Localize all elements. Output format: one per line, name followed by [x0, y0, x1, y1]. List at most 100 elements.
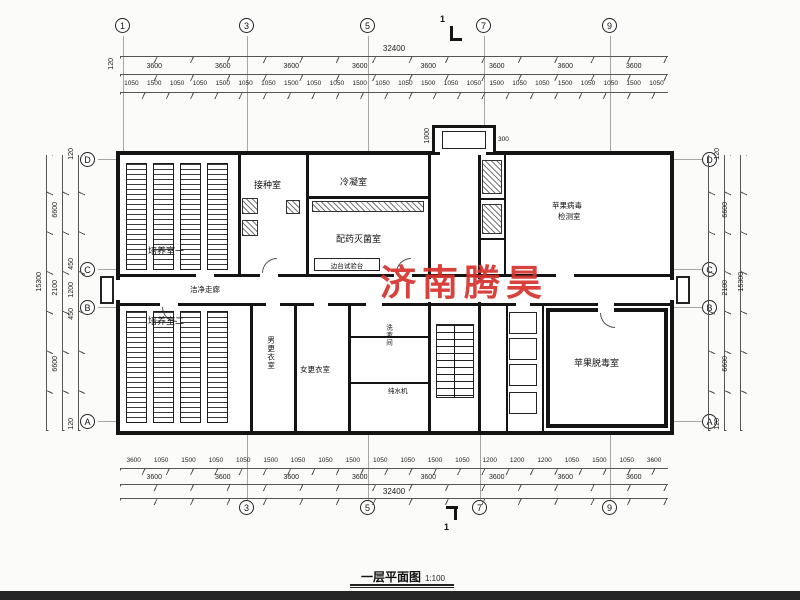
axis-bubble-7-top: 7	[476, 18, 491, 33]
culture-rack	[180, 311, 201, 423]
dim-label: 1500	[420, 79, 436, 87]
wall-men-changing-right	[294, 306, 297, 431]
clean-bench	[242, 220, 258, 236]
stairs-center-line	[454, 324, 455, 398]
dim-top-edge-left: 120	[108, 58, 115, 70]
grid-line-9-bottom	[610, 432, 611, 500]
room-label-washroom: 洗漱间	[384, 324, 392, 347]
dim-right-detail-1: 120	[714, 148, 721, 160]
door-gap-cultivation1	[196, 273, 214, 278]
axis-label: 7	[476, 502, 482, 513]
dim-label: 1050	[261, 79, 276, 87]
dim-right-total: 15300	[738, 272, 745, 292]
dim-label: 3600	[283, 62, 300, 70]
dim-left-detail-1: 120	[68, 148, 75, 160]
culture-rack	[180, 163, 201, 270]
dim-label: 3600	[420, 62, 437, 70]
room-label-sterilization: 配药灭菌室	[336, 234, 382, 244]
dim-left-bay-3: 6600	[52, 356, 59, 372]
dim-label: 1500	[147, 79, 162, 87]
dim-label: 3600	[557, 62, 574, 70]
axis-label: 3	[243, 20, 249, 31]
room-label-inoculation: 接种室	[254, 180, 282, 190]
dim-entrance-depth: 300	[498, 136, 509, 143]
dim-label: 1050	[238, 79, 253, 87]
dim-right-bay-1: 6600	[722, 202, 729, 218]
door-gap-sterilization	[394, 273, 412, 278]
section-mark-bottom	[454, 506, 457, 520]
wall-buffer-divider-1	[481, 198, 506, 200]
dim-line-right-detail	[708, 155, 715, 431]
wc-stall	[509, 338, 537, 360]
room-label-detox: 苹果脱毒室	[574, 358, 620, 368]
door-gap-washroom	[366, 302, 382, 307]
door-gap-wc	[516, 302, 530, 307]
room-label-virus-detection-1: 苹果病毒	[552, 201, 582, 210]
dim-line-top-bays	[120, 74, 668, 81]
door-gap-cultivation2	[160, 302, 178, 307]
wall-buffer-divider-2	[481, 238, 506, 240]
grid-line-D-left	[98, 159, 116, 160]
axis-label: B	[84, 302, 91, 313]
dim-left-detail-5: 120	[68, 418, 75, 430]
axis-label: 5	[364, 20, 370, 31]
dim-line-top-total	[120, 56, 668, 63]
door-arc-sterilization	[396, 258, 411, 273]
dim-line-bottom-detail	[120, 468, 668, 475]
bottom-edge-strip	[0, 591, 800, 600]
watermark-text: 济南腾昊	[380, 262, 549, 303]
dim-label: 3600	[126, 456, 141, 464]
dim-line-top-detail	[120, 92, 668, 99]
dim-label: 1500	[352, 79, 367, 87]
axis-label: A	[84, 416, 91, 427]
grid-line-D-right	[674, 159, 702, 160]
dim-label: 1050	[329, 79, 345, 87]
dim-label: 1200	[482, 456, 497, 464]
grid-line-C-left	[98, 269, 116, 270]
dim-label: 1500	[345, 456, 361, 464]
side-bench-box: 边台试验台	[314, 258, 380, 271]
grid-line-C-right	[674, 269, 702, 270]
dim-label: 1500	[215, 79, 230, 87]
grid-line-B-left	[98, 307, 116, 308]
dim-label: 1500	[283, 79, 299, 87]
wall-cultivation1-right	[238, 155, 241, 276]
section-mark-label-top: 1	[440, 14, 446, 24]
exterior-door-west	[100, 276, 114, 304]
dim-label: 1050	[455, 456, 470, 464]
culture-rack	[126, 311, 147, 423]
dim-label: 1500	[427, 456, 443, 464]
dim-left-total: 15300	[36, 272, 43, 292]
dim-label: 1050	[398, 79, 413, 87]
grid-line-3-bottom	[247, 432, 248, 500]
wall-buffer-right	[504, 155, 506, 276]
culture-rack	[207, 311, 228, 423]
dim-top-total: 32400	[382, 44, 406, 53]
axis-label: 7	[480, 20, 486, 31]
axis-label: 1	[119, 20, 125, 31]
side-bench-label: 边台试验台	[330, 262, 364, 270]
dim-label: 1050	[512, 79, 527, 87]
dim-line-left-bays	[62, 155, 69, 431]
dim-label: 1050	[208, 456, 224, 464]
dim-entrance-width: 1000	[424, 128, 431, 144]
dim-label: 3600	[214, 62, 231, 70]
wc-stall	[509, 364, 537, 386]
dim-label: 1050	[306, 79, 322, 87]
axis-label: 9	[606, 502, 612, 513]
wall-washroom-divider-2	[348, 382, 428, 384]
entrance-door-gap	[440, 150, 486, 158]
room-label-condensation: 冷凝室	[340, 177, 368, 187]
door-gap-inoculation	[260, 273, 278, 278]
dim-label: 1500	[626, 79, 641, 87]
dim-label: 1050	[375, 79, 390, 87]
axis-bubble-3-top: 3	[239, 18, 254, 33]
dim-right-bay-2: 2100	[722, 280, 729, 296]
dim-label: 3600	[146, 62, 163, 70]
dim-label: 3600	[557, 473, 574, 481]
dim-right-detail-2: 120	[714, 418, 721, 430]
dim-label: 3600	[214, 473, 231, 481]
